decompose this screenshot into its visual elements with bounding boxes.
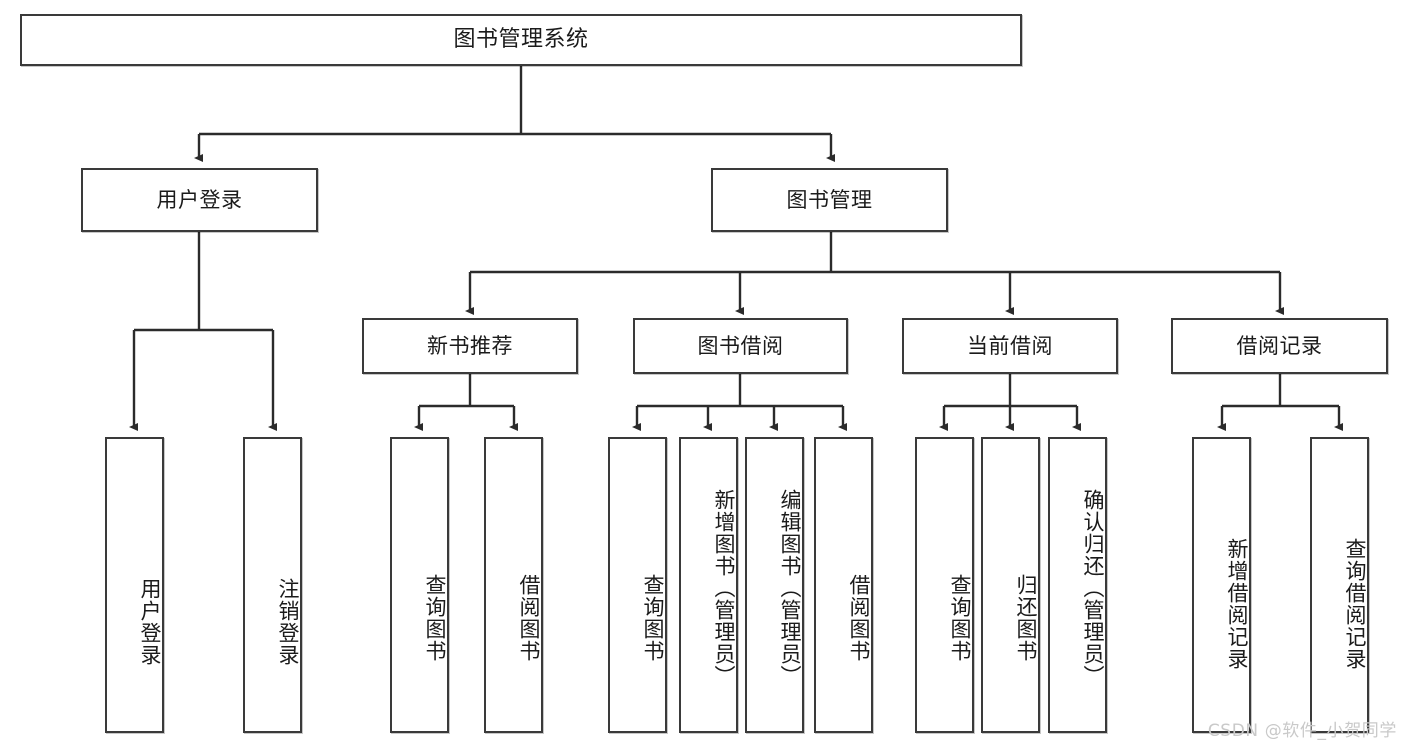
node-label: 借阅图书	[847, 574, 871, 662]
node-label: 图书管理	[786, 187, 873, 212]
leaf-book-borrow-edit-book-admin[interactable]: 编辑图书（管理员）	[745, 437, 804, 733]
leaf-user-login-login[interactable]: 用户登录	[105, 437, 164, 733]
leaf-current-borrow-confirm-return-admin[interactable]: 确认归还（管理员）	[1048, 437, 1107, 733]
leaf-borrow-record-query-record[interactable]: 查询借阅记录	[1310, 437, 1369, 733]
node-label: 当前借阅	[967, 333, 1053, 358]
node-user-login[interactable]: 用户登录	[81, 168, 318, 232]
leaf-current-borrow-query-book[interactable]: 查询图书	[915, 437, 974, 733]
node-label: 新增图书（管理员）	[712, 489, 736, 687]
leaf-user-login-logout[interactable]: 注销登录	[243, 437, 302, 733]
leaf-book-borrow-add-book-admin[interactable]: 新增图书（管理员）	[679, 437, 738, 733]
leaf-borrow-record-add-record[interactable]: 新增借阅记录	[1192, 437, 1251, 733]
node-label: 借阅图书	[517, 574, 541, 662]
node-label: 查询图书	[948, 574, 972, 662]
node-label: 图书借阅	[697, 333, 784, 358]
node-current-borrow[interactable]: 当前借阅	[902, 318, 1118, 374]
node-label: 图书管理系统	[453, 27, 589, 53]
node-label: 借阅记录	[1236, 333, 1323, 358]
leaf-current-borrow-return-book[interactable]: 归还图书	[981, 437, 1040, 733]
node-label: 编辑图书（管理员）	[778, 489, 802, 687]
node-label: 注销登录	[276, 578, 300, 666]
node-book-management[interactable]: 图书管理	[711, 168, 948, 232]
node-label: 查询图书	[423, 574, 447, 662]
node-label: 用户登录	[138, 578, 162, 666]
node-label: 用户登录	[156, 187, 243, 212]
node-root-book-management-system[interactable]: 图书管理系统	[20, 14, 1022, 66]
node-label: 归还图书	[1014, 574, 1038, 662]
node-label: 新书推荐	[427, 333, 513, 358]
node-borrow-record[interactable]: 借阅记录	[1171, 318, 1388, 374]
node-label: 确认归还（管理员）	[1081, 489, 1105, 687]
leaf-book-borrow-borrow-book[interactable]: 借阅图书	[814, 437, 873, 733]
leaf-book-borrow-query-book[interactable]: 查询图书	[608, 437, 667, 733]
node-new-book-recommend[interactable]: 新书推荐	[362, 318, 578, 374]
node-label: 查询图书	[641, 574, 665, 662]
leaf-new-book-borrow-book[interactable]: 借阅图书	[484, 437, 543, 733]
leaf-new-book-query-book[interactable]: 查询图书	[390, 437, 449, 733]
node-label: 查询借阅记录	[1343, 538, 1367, 670]
node-book-borrow[interactable]: 图书借阅	[633, 318, 848, 374]
node-label: 新增借阅记录	[1225, 538, 1249, 670]
watermark-text: CSDN @软件_小贺同学	[1207, 721, 1397, 741]
